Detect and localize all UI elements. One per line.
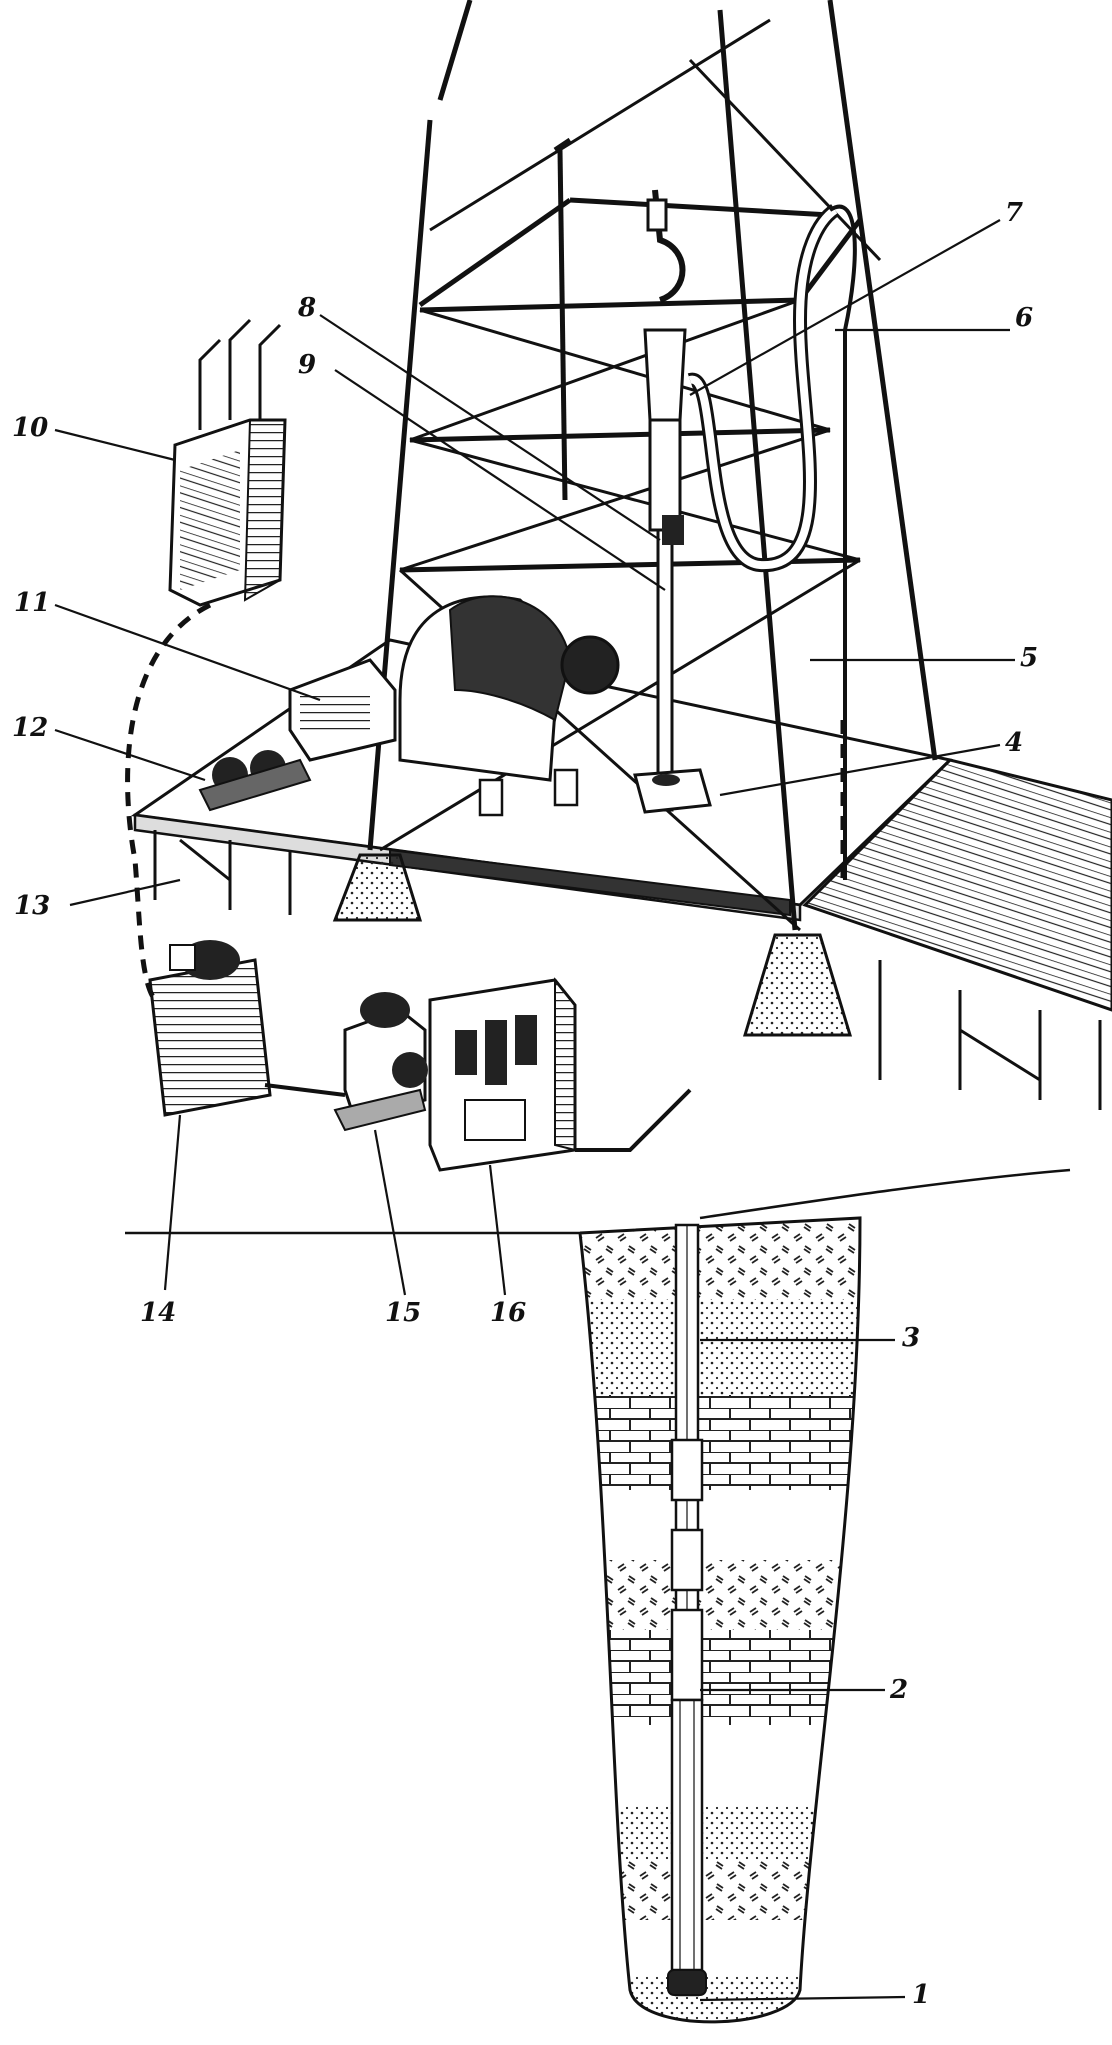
- callout-16: 16: [490, 1298, 527, 1328]
- pump-motors: [198, 750, 312, 812]
- hook-block: [646, 189, 686, 303]
- callout-11: 11: [14, 588, 51, 618]
- kelly-pipe: [656, 528, 674, 812]
- derrick-footings: [332, 853, 853, 1037]
- drawworks-motor: [288, 658, 397, 762]
- callout-4: 4: [1005, 728, 1024, 758]
- current-collector: [662, 515, 684, 545]
- callout-9: 9: [298, 350, 317, 380]
- callout-15: 15: [385, 1298, 422, 1328]
- callout-13: 13: [14, 891, 51, 921]
- motor-generator: [333, 992, 428, 1132]
- callout-1: 1: [912, 1980, 931, 2010]
- callout-12: 12: [12, 713, 49, 743]
- power-cable-derrick: [828, 204, 857, 880]
- drawworks: [398, 595, 620, 817]
- ground-surface: [125, 1168, 1071, 1235]
- callout-6: 6: [1015, 303, 1034, 333]
- callout-5: 5: [1020, 643, 1039, 673]
- rotary-table: [633, 768, 712, 814]
- switchgear-cabinet: [168, 318, 287, 607]
- callout-3: 3: [902, 1323, 921, 1353]
- callout-8: 8: [298, 293, 317, 323]
- drilling-hose: [687, 204, 840, 573]
- leader-lines: [54, 219, 1015, 2002]
- transformer: [148, 940, 272, 1117]
- callout-10: 10: [12, 413, 49, 443]
- supply-cables: [125, 602, 846, 1152]
- pipe-ramp: [802, 758, 1112, 1110]
- control-station: [428, 977, 577, 1172]
- borehole: [578, 1216, 862, 2024]
- electrodrill-motor: [670, 1698, 704, 1972]
- swivel: [643, 328, 687, 532]
- drill-bit: [667, 1969, 707, 1996]
- callout-7: 7: [1005, 198, 1024, 228]
- callout-2: 2: [890, 1675, 909, 1705]
- callout-14: 14: [140, 1298, 177, 1328]
